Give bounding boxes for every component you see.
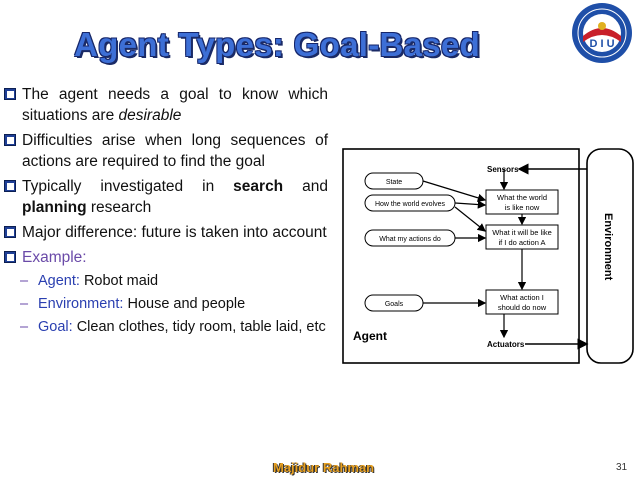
- dash-bullet-icon: –: [20, 319, 29, 335]
- bullet-investigated: Typically investigated in search and pla…: [2, 176, 328, 218]
- environment-label: Environment: [602, 213, 614, 281]
- action-now-node: [485, 289, 559, 315]
- dash-bullet-icon: –: [20, 296, 29, 312]
- slide-title: Agent Types: Goal-Based: [74, 26, 481, 63]
- example-goal: – Goal: Clean clothes, tidy room, table …: [20, 319, 326, 335]
- svg-text:What action I: What action I: [500, 293, 544, 302]
- university-seal-icon: D I U: [572, 3, 632, 63]
- svg-text:How the world evolves: How the world evolves: [375, 201, 446, 208]
- page-number: 31: [616, 462, 628, 473]
- checkbox-bullet-icon: [4, 180, 16, 192]
- evolves-to-willbe-arrow: [454, 206, 486, 232]
- checkbox-bullet-icon: [4, 251, 16, 263]
- svg-text:D I U: D I U: [589, 38, 614, 50]
- author-name: Majidur Rahman: [273, 460, 375, 475]
- environment-box: [586, 148, 634, 364]
- bullet-example: Example:: [2, 247, 328, 268]
- checkbox-bullet-icon: [4, 134, 16, 146]
- actuators-label: Actuators: [487, 340, 525, 349]
- dash-bullet-icon: –: [20, 273, 29, 289]
- checkbox-bullet-icon: [4, 226, 16, 238]
- agent-label: Agent: [353, 329, 387, 343]
- state-to-world-arrow: [422, 180, 487, 202]
- agent-box: [342, 148, 580, 364]
- bullet-difficulties: Difficulties arise when long sequences o…: [2, 130, 328, 172]
- example-environment: – Environment: House and people: [20, 296, 246, 312]
- bullet-list: The agent needs a goal to know which sit…: [2, 84, 328, 341]
- svg-text:What it will be like: What it will be like: [492, 228, 552, 237]
- svg-text:State: State: [386, 179, 402, 186]
- checkbox-bullet-icon: [4, 88, 16, 100]
- bullet-major-difference: Major difference: future is taken into a…: [2, 222, 328, 243]
- goal-based-agent-diagram: Environment Agent Sensors Actuators Stat…: [342, 148, 634, 364]
- bullet-goal: The agent needs a goal to know which sit…: [2, 84, 328, 126]
- svg-text:should do now: should do now: [498, 303, 547, 312]
- svg-text:What the world: What the world: [497, 193, 547, 202]
- svg-text:Goals: Goals: [385, 301, 404, 308]
- sensors-label: Sensors: [487, 165, 519, 174]
- svg-text:if I do action A: if I do action A: [498, 238, 545, 247]
- example-agent: – Agent: Robot maid: [20, 273, 159, 289]
- evolves-to-world-arrow: [454, 200, 487, 209]
- svg-text:is like now: is like now: [505, 203, 540, 212]
- svg-text:What my actions do: What my actions do: [379, 236, 441, 243]
